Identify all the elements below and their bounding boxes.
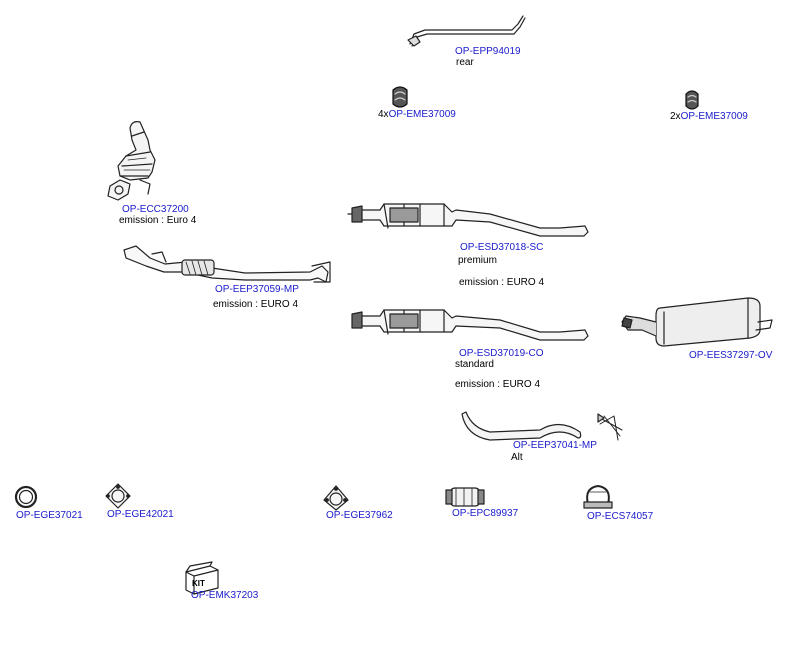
part-note: standard bbox=[455, 359, 494, 370]
flange-gasket-icon[interactable] bbox=[106, 484, 130, 508]
part-code[interactable]: OP-EMK37203 bbox=[191, 590, 259, 601]
quantity-label: 4x bbox=[378, 109, 389, 120]
part-note: rear bbox=[456, 57, 474, 68]
part-code[interactable]: OP-EGE42021 bbox=[107, 509, 174, 520]
part-code[interactable]: OP-EEP37059-MP bbox=[215, 284, 299, 295]
part-note: Alt bbox=[511, 452, 523, 463]
kit-label: KIT bbox=[192, 579, 205, 588]
rubber-mount-icon[interactable] bbox=[686, 91, 698, 109]
mounting-kit-icon[interactable]: KIT bbox=[186, 562, 218, 594]
part-code[interactable]: OP-EME37009 bbox=[388, 109, 456, 120]
part-code[interactable]: OP-EGE37021 bbox=[16, 510, 83, 521]
rubber-mount-icon[interactable] bbox=[393, 87, 407, 107]
front-pipe-icon[interactable] bbox=[124, 246, 330, 282]
part-note: premium bbox=[458, 255, 497, 266]
part-code[interactable]: OP-EES37297-OV bbox=[689, 350, 773, 361]
part-code[interactable]: OP-EPC89937 bbox=[452, 508, 519, 519]
clamp-icon[interactable] bbox=[584, 486, 612, 508]
tailpipe-bracket-icon[interactable] bbox=[408, 16, 525, 46]
middle-silencer-icon[interactable] bbox=[348, 204, 588, 236]
ring-gasket-icon[interactable] bbox=[16, 487, 36, 507]
part-code[interactable]: OP-ESD37019-CO bbox=[459, 348, 544, 359]
pipe-connector-icon[interactable] bbox=[446, 488, 484, 506]
quantity-label: 2x bbox=[670, 111, 681, 122]
part-code[interactable]: OP-ECS74057 bbox=[587, 511, 654, 522]
rear-silencer-icon[interactable] bbox=[622, 298, 772, 346]
part-note: emission : EURO 4 bbox=[213, 299, 299, 310]
hanger-icon[interactable] bbox=[598, 414, 622, 440]
part-code[interactable]: OP-ECC37200 bbox=[122, 204, 189, 215]
part-note: emission : EURO 4 bbox=[459, 277, 545, 288]
part-code[interactable]: OP-EEP37041-MP bbox=[513, 440, 597, 451]
middle-silencer-icon[interactable] bbox=[352, 310, 588, 340]
part-code[interactable]: OP-EPP94019 bbox=[455, 46, 521, 57]
flange-gasket-icon[interactable] bbox=[324, 486, 348, 510]
connecting-pipe-icon[interactable] bbox=[462, 412, 581, 440]
part-note: emission : Euro 4 bbox=[119, 215, 197, 226]
part-code[interactable]: OP-ESD37018-SC bbox=[460, 242, 544, 253]
part-code[interactable]: OP-EGE37962 bbox=[326, 510, 393, 521]
part-code[interactable]: OP-EME37009 bbox=[680, 111, 748, 122]
catalytic-converter-icon[interactable] bbox=[108, 122, 155, 200]
part-note: emission : EURO 4 bbox=[455, 379, 541, 390]
